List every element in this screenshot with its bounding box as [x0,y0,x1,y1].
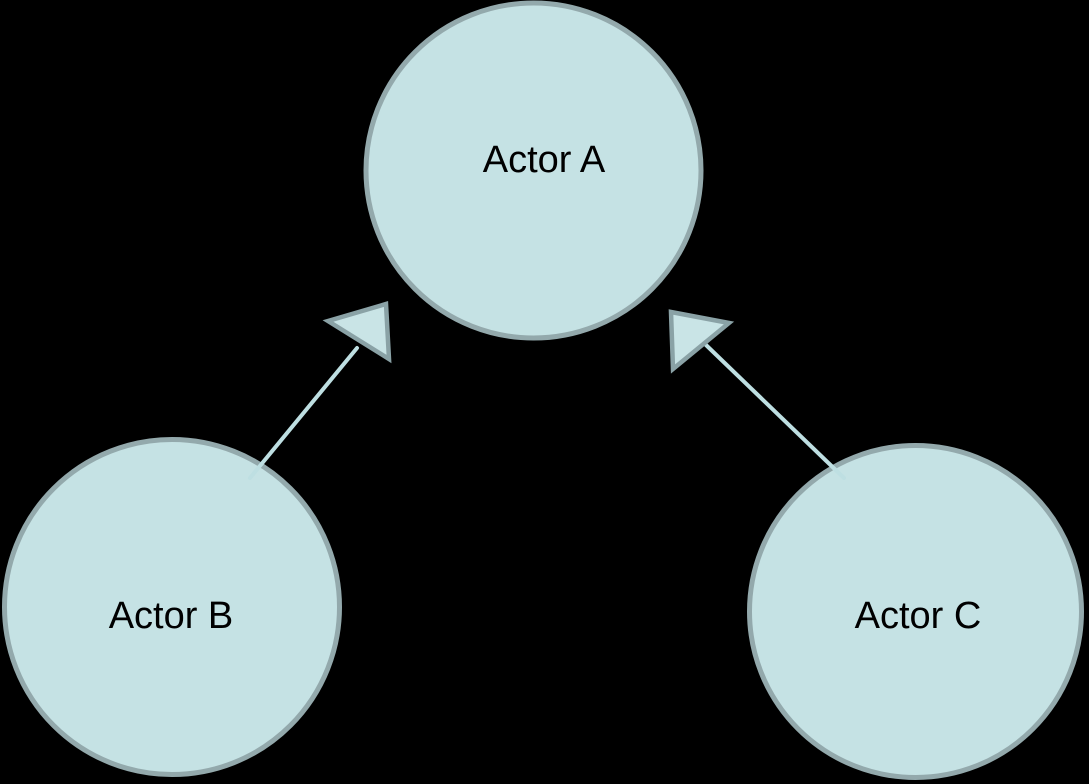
edge-c-a-arrowhead-icon [668,309,735,374]
edge-b-a-arrowhead-icon [322,301,392,364]
actor-a-label: Actor A [483,139,606,181]
actor-c-circle [747,443,1084,780]
edge-actor-b-to-actor-a [248,301,392,480]
actor-a-circle [363,0,704,341]
node-actor-a [363,0,704,341]
edge-b-a-line [248,346,359,480]
actor-c-label: Actor C [855,595,982,637]
actor-b-circle [2,437,342,777]
edge-c-a-line [704,343,846,480]
edge-actor-c-to-actor-a [668,309,846,480]
actor-b-label: Actor B [109,595,234,637]
node-actor-b [2,437,342,777]
node-actor-c [747,443,1084,780]
